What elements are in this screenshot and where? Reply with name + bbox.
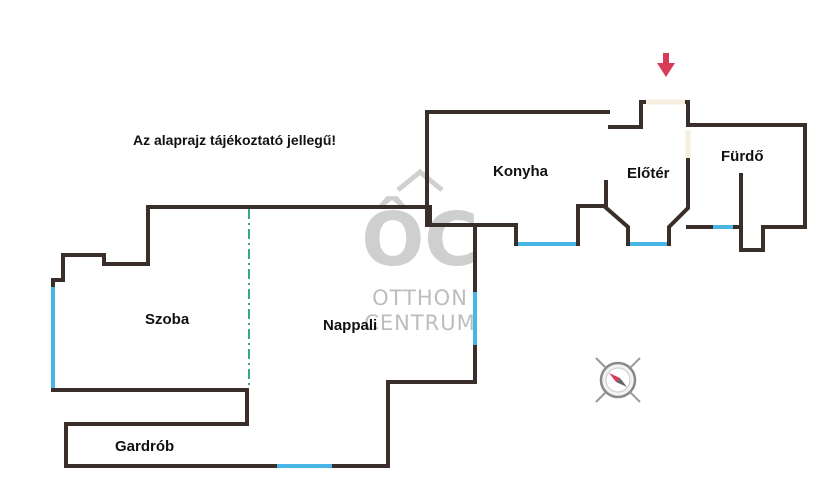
wall-kitchen [425, 110, 610, 227]
room-label-szoba: Szoba [145, 311, 190, 328]
wall-kitchen-east [576, 204, 630, 246]
room-label-gardrob: Gardrób [115, 438, 174, 455]
room-label-furdo: Fürdő [721, 148, 764, 165]
compass-icon [595, 357, 641, 403]
watermark-line1: OTTHON [372, 286, 468, 310]
wall-eloter-east [684, 100, 690, 127]
wall-furdo [686, 123, 807, 252]
watermark-logo: ÔC [361, 195, 478, 283]
wall-eloter-west [608, 100, 647, 129]
watermark: ÔC OTTHON CENTRUM [361, 168, 479, 335]
down-arrow-icon [657, 53, 675, 77]
windows [51, 225, 733, 468]
wall-kitchen-south [473, 223, 518, 246]
wall-gardrob [64, 422, 390, 468]
walls [51, 100, 807, 468]
room-label-konyha: Konyha [493, 163, 549, 180]
watermark-logo-roof [396, 168, 444, 192]
wall-eloter-south [667, 158, 690, 246]
watermark-line2: CENTRUM [364, 311, 476, 335]
room-label-nappali: Nappali [323, 317, 377, 334]
disclaimer-note: Az alaprajz tájékoztató jellegű! [133, 132, 336, 148]
room-label-eloter: Előtér [627, 165, 670, 182]
